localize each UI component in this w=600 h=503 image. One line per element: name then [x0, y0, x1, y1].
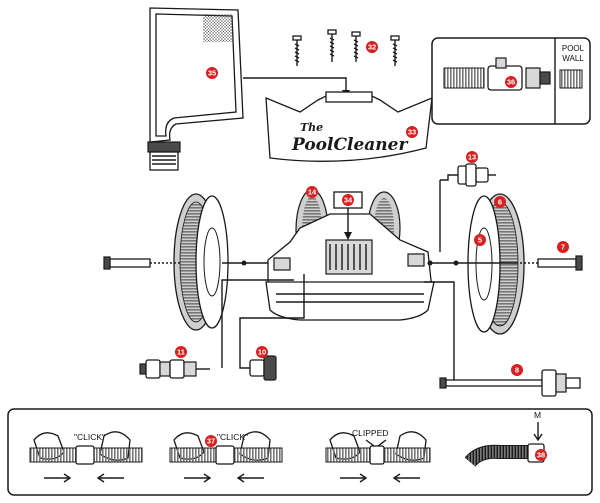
logo-the: The: [300, 121, 323, 134]
part-number: 8: [515, 366, 519, 375]
part-badge-14: 14: [306, 186, 318, 198]
part-badge-32: 32: [366, 41, 378, 53]
part-badge-13: 13: [466, 151, 478, 163]
axle-bushing: [440, 163, 496, 187]
part-number: 34: [344, 196, 353, 205]
leader-line: [239, 274, 305, 369]
part-number: 32: [368, 43, 376, 52]
arrow-mark-label: M: [534, 410, 541, 420]
part-number: 33: [408, 128, 416, 137]
right-wheel: [467, 193, 525, 335]
leader-line: [243, 77, 347, 92]
part-badge-36: 36: [505, 76, 517, 88]
assembly-step-3: CLIPPED: [325, 428, 431, 483]
assembly-step-2: "CLICK": [169, 431, 283, 483]
part-number: 37: [207, 437, 215, 446]
leader-line: [424, 281, 455, 382]
part-badge-6: 6: [494, 196, 506, 208]
logo-poolcleaner: PoolCleaner: [291, 135, 408, 155]
part-badge-10: 10: [256, 346, 268, 358]
chassis: [265, 189, 435, 321]
part-number: 36: [507, 78, 515, 87]
debris-bag: [147, 7, 244, 171]
pool-wall-label-line2: WALL: [562, 54, 584, 63]
part-badge-35: 35: [206, 67, 218, 79]
part-badge-5: 5: [474, 234, 486, 246]
part-badge-7: 7: [557, 241, 569, 253]
long-axle: [439, 369, 581, 397]
part-number: 6: [498, 198, 502, 207]
left-wheel: [173, 193, 229, 331]
leader-line: [221, 279, 294, 368]
adjustment-knob: [249, 355, 277, 381]
click-label: "CLICK": [74, 432, 105, 442]
part-badge-8: 8: [511, 364, 523, 376]
part-number: 14: [308, 188, 317, 197]
pivot-dot: [453, 260, 459, 266]
pivot-dot: [427, 260, 433, 266]
part-number: 10: [258, 348, 266, 357]
part-badge-11: 11: [175, 346, 187, 358]
part-badge-33: 33: [406, 126, 418, 138]
part-badge-38: 38: [535, 449, 547, 461]
part-number: 5: [478, 236, 482, 245]
front-axle-rollers: [139, 359, 210, 379]
pool-wall-label-line1: POOL: [562, 44, 585, 53]
screws: [292, 29, 400, 66]
hose-assembly-panel: [7, 408, 593, 496]
part-number: 11: [177, 348, 185, 357]
part-number: 35: [208, 69, 216, 78]
click-label: "CLICK": [217, 432, 248, 442]
part-badge-34: 34: [342, 194, 354, 206]
part-number: 38: [537, 451, 545, 460]
clipped-label: CLIPPED: [352, 428, 388, 438]
part-badge-37: 37: [205, 435, 217, 447]
right-axle-bolt: [516, 255, 583, 271]
part-number: 7: [561, 243, 565, 252]
left-axle-bolt: [103, 256, 182, 270]
assembly-step-1: "CLICK": [29, 431, 143, 483]
top-cover: The PoolCleaner: [265, 91, 433, 162]
part-number: 13: [468, 153, 476, 162]
